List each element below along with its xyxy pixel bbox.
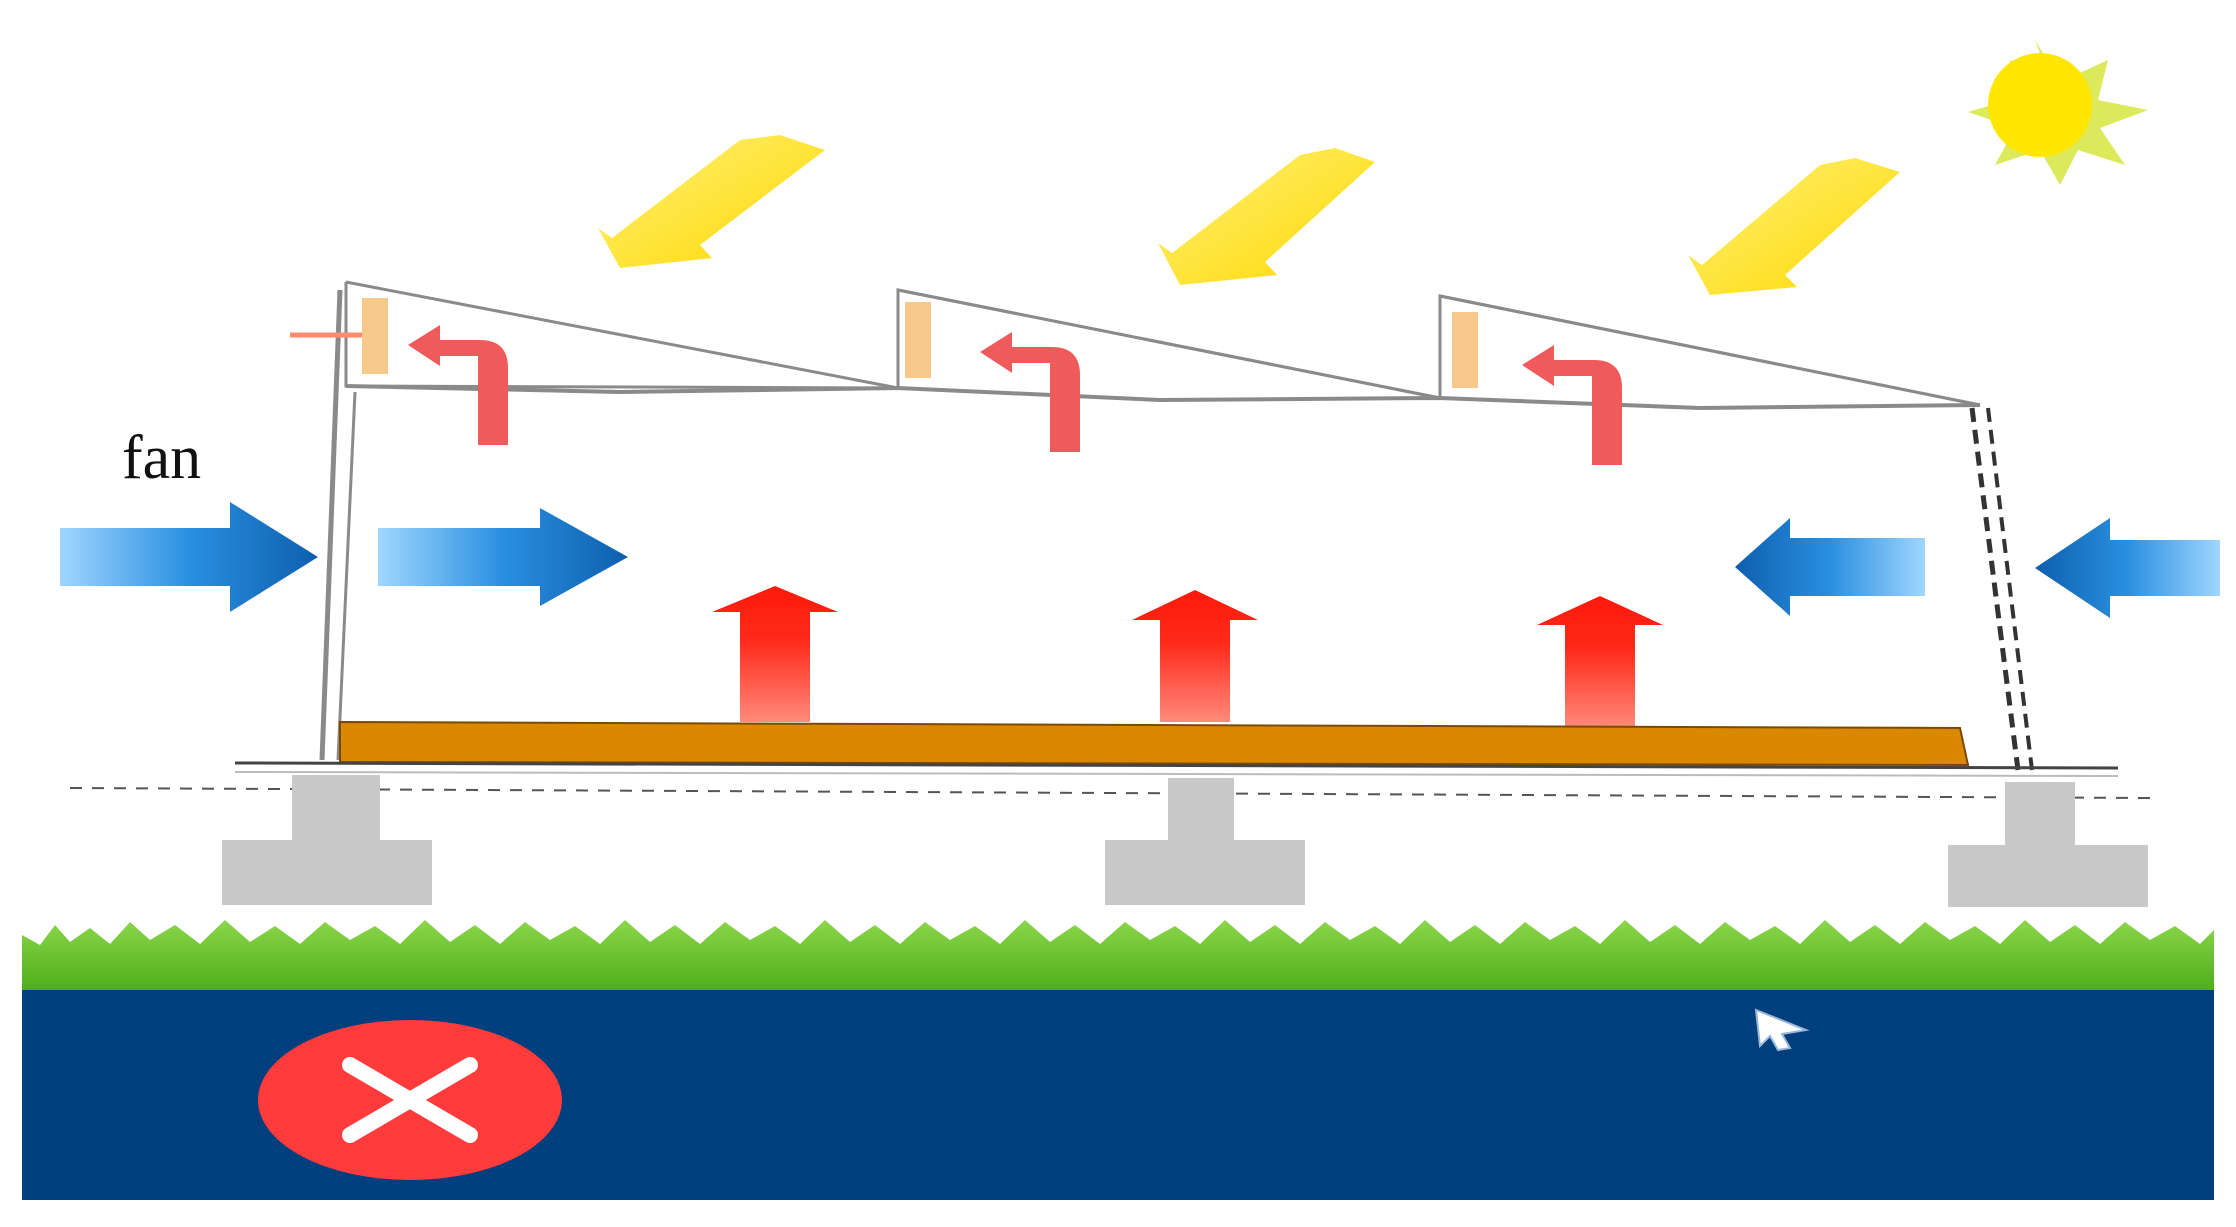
sunlight-arrow-3 [1688,158,1900,295]
close-icon[interactable] [258,1020,562,1180]
roof-vent-1 [362,298,388,374]
heat-arrow-1 [712,586,838,722]
heat-arrow-2 [1132,590,1258,722]
vent-arrow-2 [980,332,1080,452]
sunlight-arrow-2 [1158,148,1375,285]
fan-label-svg: fan [122,424,201,492]
pier-3-footing [1948,845,2148,907]
pier-2-footing [1105,840,1305,905]
airflow-arrow-in-left [60,502,318,612]
airflow-arrow-in-right [2035,518,2220,618]
floor-slab [69,720,2151,799]
roof-vent-3 [1452,312,1478,388]
roof-vents [290,298,1478,388]
piers [222,775,2148,907]
heat-arrows [712,586,1663,728]
pier-1-post [292,775,380,845]
cursor-icon [1754,1008,1810,1052]
sunlight-arrows [598,135,1900,295]
sunlight-arrow-1 [598,135,825,268]
vent-arrow-3 [1522,345,1622,465]
airflow-arrow-inside-right [1735,518,1925,616]
greenhouse-frame [319,280,2034,771]
vent-arrow-1 [408,325,508,445]
sun-icon [1968,40,2148,185]
airflow-arrows [60,502,2220,618]
airflow-arrow-inside-left [378,508,628,606]
roof-vent-2 [905,302,931,378]
pier-3-post [2005,782,2075,847]
pier-1-footing [222,840,432,905]
vent-arrows [408,325,1622,465]
heat-arrow-3 [1537,596,1663,728]
grass [22,920,2214,990]
pier-2-post [1168,778,1234,846]
